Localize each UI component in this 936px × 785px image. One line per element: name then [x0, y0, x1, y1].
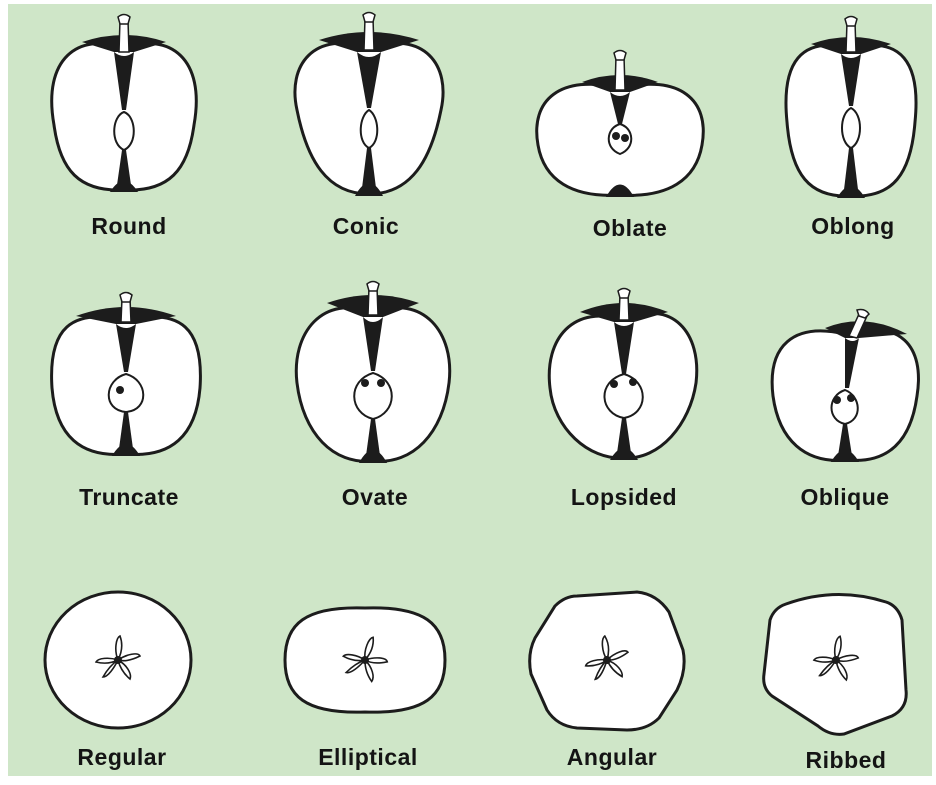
- lopsided-apple-drawing: [549, 289, 697, 461]
- shape-label-round: Round: [29, 213, 229, 240]
- elliptical-cross-section-drawing: [285, 608, 445, 712]
- shape-label-ribbed: Ribbed: [746, 747, 936, 774]
- shape-label-oblique: Oblique: [745, 484, 936, 511]
- shape-label-lopsided: Lopsided: [524, 484, 724, 511]
- oblique-apple-drawing: [772, 310, 918, 463]
- angular-cross-section-drawing: [530, 592, 684, 730]
- shape-label-regular: Regular: [22, 744, 222, 771]
- oblate-apple-drawing: [537, 51, 704, 198]
- oblong-apple-drawing: [786, 17, 916, 199]
- truncate-apple-drawing: [52, 293, 201, 457]
- shape-label-oblong: Oblong: [753, 213, 936, 240]
- shape-label-angular: Angular: [512, 744, 712, 771]
- shape-label-truncate: Truncate: [29, 484, 229, 511]
- shape-label-conic: Conic: [266, 213, 466, 240]
- ribbed-cross-section-drawing: [764, 594, 907, 734]
- shape-label-oblate: Oblate: [530, 215, 730, 242]
- shape-label-ovate: Ovate: [275, 484, 475, 511]
- regular-cross-section-drawing: [45, 592, 191, 728]
- conic-apple-drawing: [295, 13, 443, 197]
- ovate-apple-drawing: [296, 282, 449, 464]
- round-apple-drawing: [52, 15, 197, 193]
- shape-label-elliptical: Elliptical: [268, 744, 468, 771]
